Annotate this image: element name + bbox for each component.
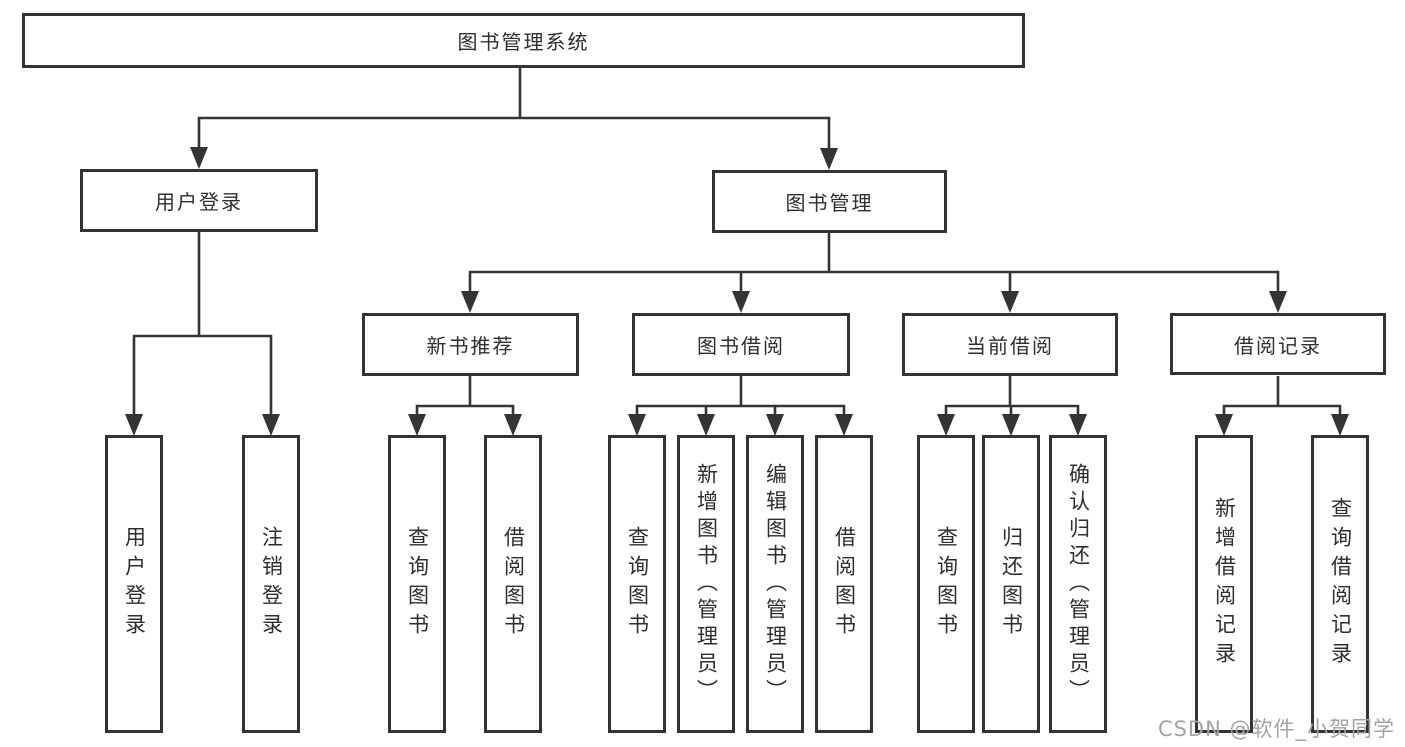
node-user-login: 用户登录 — [80, 169, 318, 232]
node-borrowing-records: 借阅记录 — [1170, 313, 1386, 375]
node-label: 新增借阅记录 — [1212, 497, 1237, 671]
leaf-user-login: 用户登录 — [105, 435, 163, 733]
node-label: 查询图书 — [405, 526, 430, 642]
node-label: 借阅图书 — [501, 526, 526, 642]
leaf-add-borrow-record: 新增借阅记录 — [1195, 435, 1253, 733]
leaf-query-borrow-record: 查询借阅记录 — [1311, 435, 1369, 733]
node-label: 新增图书（管理员） — [694, 462, 719, 706]
node-label: 确认归还（管理员） — [1066, 462, 1091, 706]
leaf-add-books-admin: 新增图书（管理员） — [677, 435, 735, 733]
node-label: 借阅图书 — [832, 526, 857, 642]
leaf-query-books-borrowing: 查询图书 — [608, 435, 666, 733]
node-book-borrowing: 图书借阅 — [632, 313, 850, 376]
leaf-query-books-recommend: 查询图书 — [388, 435, 446, 733]
node-label: 查询借阅记录 — [1328, 497, 1353, 671]
leaf-query-books-current: 查询图书 — [917, 435, 975, 733]
node-label: 查询图书 — [934, 526, 959, 642]
leaf-borrow-books-recommend: 借阅图书 — [484, 435, 542, 733]
node-label: 用户登录 — [122, 526, 147, 642]
node-label: 借阅记录 — [1234, 333, 1322, 358]
leaf-edit-books-admin: 编辑图书（管理员） — [746, 435, 804, 733]
leaf-logout: 注销登录 — [242, 435, 300, 733]
node-label: 查询图书 — [625, 526, 650, 642]
node-label: 图书管理系统 — [457, 30, 590, 54]
node-label: 归还图书 — [999, 526, 1024, 642]
node-label: 当前借阅 — [966, 334, 1054, 358]
node-current-borrowing: 当前借阅 — [902, 313, 1118, 376]
leaf-confirm-return-admin: 确认归还（管理员） — [1049, 435, 1107, 733]
node-label: 新书推荐 — [426, 334, 515, 358]
node-label: 注销登录 — [259, 526, 284, 642]
leaf-return-books: 归还图书 — [982, 435, 1040, 733]
node-label: 编辑图书（管理员） — [763, 462, 788, 706]
leaf-borrow-books: 借阅图书 — [815, 435, 873, 733]
node-book-management: 图书管理 — [712, 170, 947, 233]
node-new-book-recommendation: 新书推荐 — [362, 313, 579, 376]
node-label: 图书管理 — [785, 191, 874, 215]
node-label: 图书借阅 — [697, 334, 785, 358]
csdn-watermark: CSDN @软件_小贺同学 — [1157, 717, 1395, 741]
node-root: 图书管理系统 — [22, 13, 1025, 68]
node-label: 用户登录 — [155, 190, 243, 214]
